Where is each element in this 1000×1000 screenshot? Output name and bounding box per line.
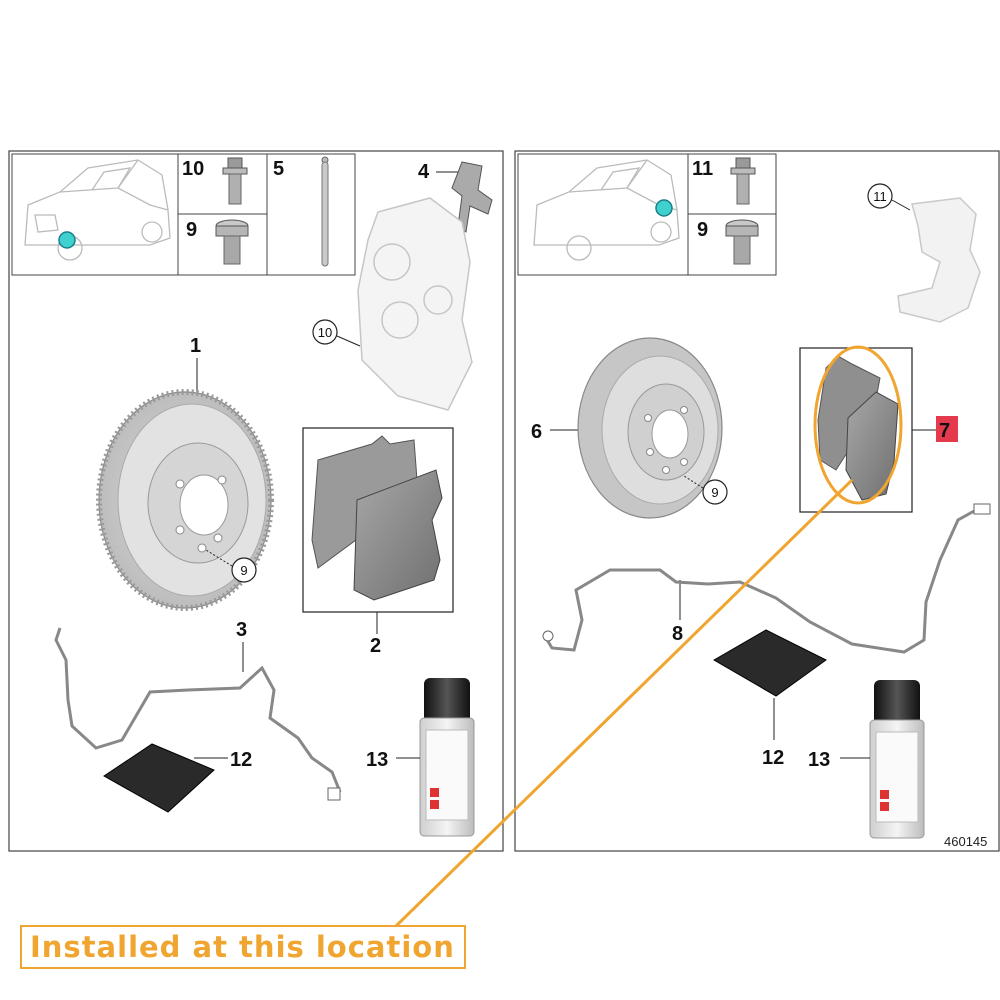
front-pads-box [302, 427, 454, 613]
caliper-bolt-callout [312, 319, 338, 345]
label-inset-plug: 9 [186, 219, 197, 241]
rear-wear-sensor-icon [544, 508, 977, 654]
label-inset-bolt: 11 [692, 158, 713, 180]
label-inset-plug: 9 [697, 219, 708, 241]
spring-clip-icon [451, 161, 493, 233]
left-panel-frame [8, 150, 504, 852]
label-pin: 5 [273, 158, 284, 180]
plug-bolt-icon [725, 219, 759, 265]
label-disc: 1 [190, 335, 201, 357]
disc-bolt-callout [231, 557, 257, 583]
sensor-plug-icon [327, 787, 341, 801]
label-clip: 4 [418, 161, 430, 183]
location-marker-icon [655, 199, 673, 217]
guide-pin-icon [321, 156, 329, 267]
caliper-carrier-icon [897, 197, 981, 323]
front-wear-sensor-icon [54, 627, 342, 793]
rear-brake-pads-icon [817, 355, 899, 501]
label-pads: 2 [370, 635, 381, 657]
left-inset-frame [11, 153, 356, 276]
caliper-icon [357, 197, 473, 411]
spray-can-icon [419, 678, 475, 837]
label-pads: 7 [939, 420, 950, 442]
carrier-callout [867, 183, 893, 209]
installation-callout: Installed at this location [20, 925, 466, 969]
reference-number: 460145 [944, 834, 987, 849]
highlight-badge [936, 416, 958, 442]
bolt-icon [222, 157, 248, 205]
left-panel: 10 9 5 4 10 [8, 150, 504, 852]
label-grease: 12 [762, 747, 784, 769]
rear-brake-disc-icon [577, 337, 723, 519]
label-sensor: 3 [236, 619, 247, 641]
bolt-icon [730, 157, 756, 205]
label-bolt-disc: 9 [240, 563, 247, 578]
grease-packet-icon [713, 629, 827, 697]
label-spray: 13 [808, 749, 830, 771]
label-sensor: 8 [672, 623, 683, 645]
label-caliper-bolt: 10 [318, 325, 332, 340]
label-carrier: 11 [873, 189, 887, 204]
sensor-plug-icon [973, 503, 991, 515]
front-brake-pads-icon [311, 435, 443, 601]
plug-bolt-icon [215, 219, 249, 265]
callout-leader-line [394, 478, 854, 928]
label-disc: 6 [531, 421, 542, 443]
label-spray: 13 [366, 749, 388, 771]
location-marker-icon [58, 231, 76, 249]
car-icon [24, 159, 171, 261]
installation-highlight-ellipse [813, 345, 903, 505]
spray-can-icon [869, 680, 925, 839]
grease-packet-icon [103, 743, 215, 813]
label-inset-bolt: 10 [182, 158, 204, 180]
right-panel: 11 9 11 6 9 [514, 150, 1000, 852]
label-bolt-disc: 9 [711, 485, 718, 500]
label-grease: 12 [230, 749, 252, 771]
right-panel-frame [514, 150, 1000, 852]
disc-bolt-callout [702, 479, 728, 505]
front-brake-disc-icon [96, 389, 274, 611]
